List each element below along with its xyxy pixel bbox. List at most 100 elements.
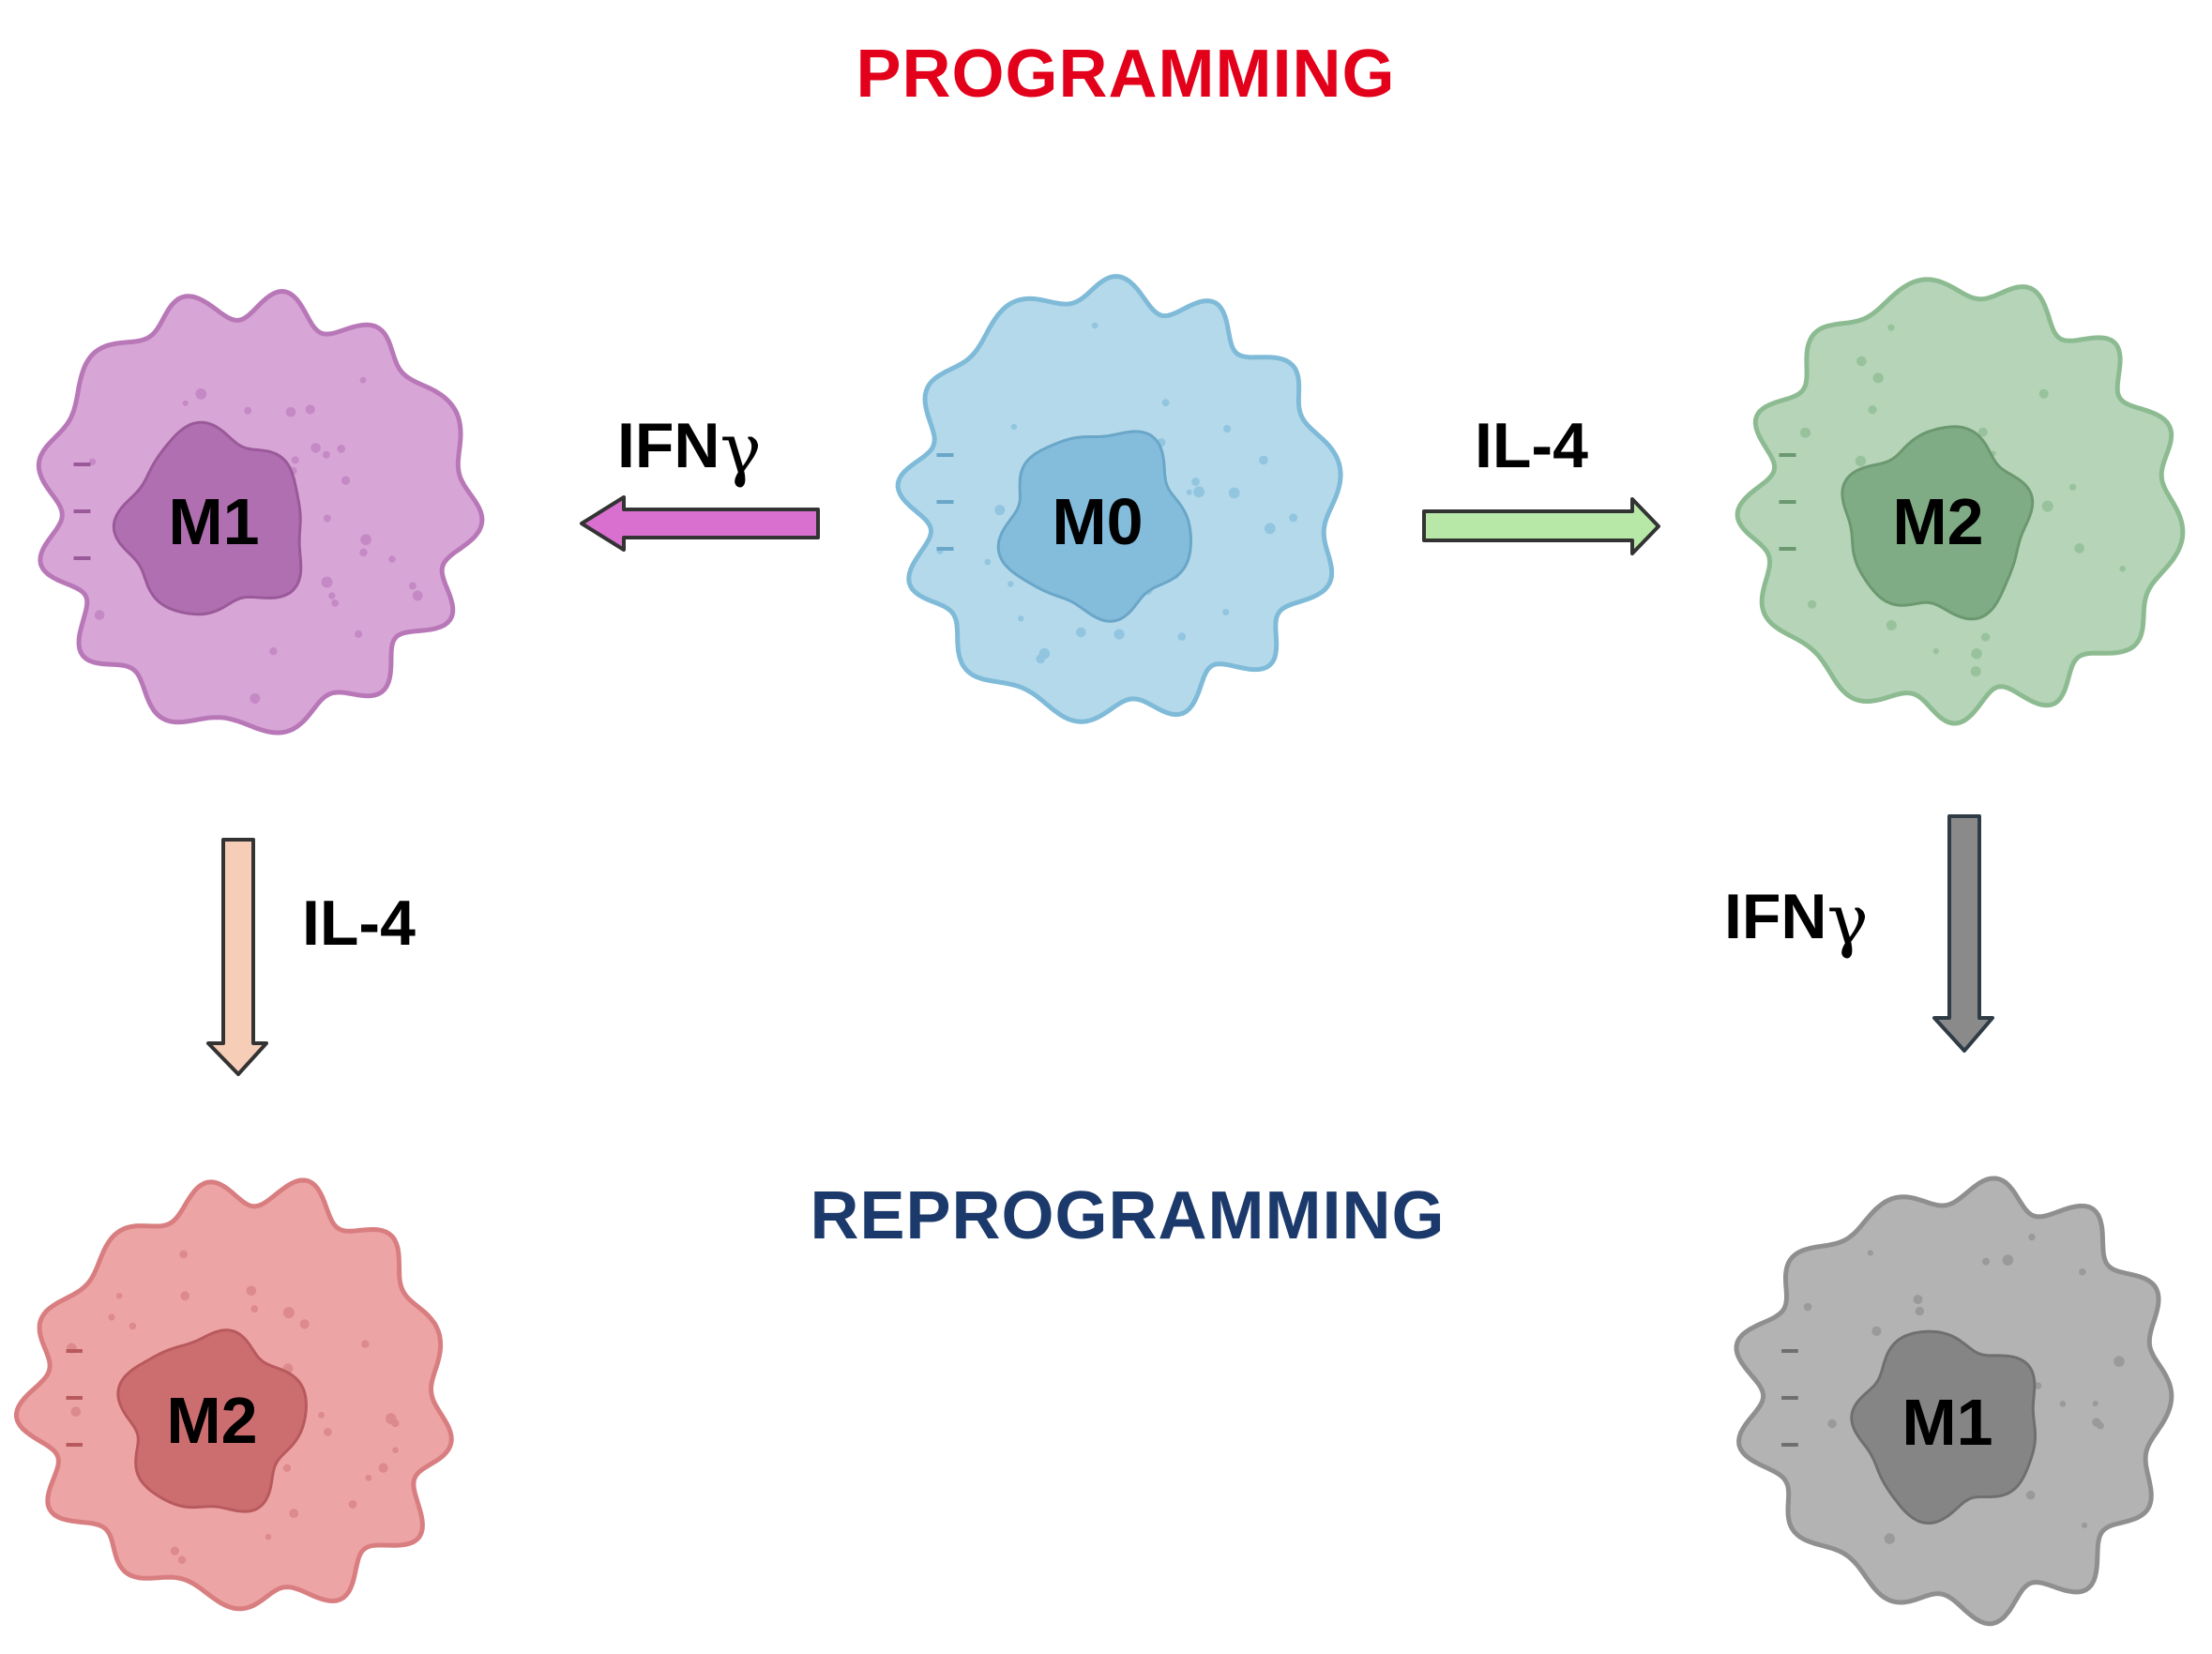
arrow-m1-to-m2: IL-4 — [206, 838, 416, 1076]
cytoplasm-granule — [321, 576, 333, 588]
cytoplasm-granule — [1114, 629, 1125, 640]
cytoplasm-granule — [984, 558, 992, 566]
cytoplasm-granule — [2041, 500, 2053, 512]
cytoplasm-granule — [318, 1411, 325, 1419]
cytoplasm-granule — [180, 1291, 190, 1301]
cytoplasm-granule — [1970, 666, 1981, 677]
cytoplasm-granule — [2028, 1233, 2036, 1241]
cytoplasm-granule — [2059, 1401, 2067, 1407]
cytoplasm-granule — [1800, 427, 1811, 438]
cytoplasm-granule — [2025, 1490, 2036, 1500]
cell-label-m2-reprogrammed: M2 — [166, 1384, 257, 1457]
cytoplasm-granule — [177, 1555, 187, 1564]
cell-m2-reprogrammed: M2 — [14, 1177, 454, 1612]
cytoplasm-granule — [365, 1474, 372, 1481]
cytoplasm-granule — [1971, 648, 1982, 660]
cytoplasm-granule — [1008, 581, 1014, 587]
reprogramming-heading: REPROGRAMMING — [811, 1178, 1446, 1253]
cytoplasm-granule — [361, 1340, 370, 1348]
cytoplasm-granule — [116, 1293, 123, 1299]
cytoplasm-granule — [1010, 423, 1018, 431]
arrow-il4-right — [1422, 497, 1660, 555]
arrow-il4-down — [206, 838, 268, 1076]
cytoplasm-granule — [1161, 399, 1170, 407]
cytoplasm-granule — [129, 1322, 137, 1330]
cell-nucleus — [112, 420, 303, 616]
cytoplasm-granule — [1259, 455, 1268, 465]
cytoplasm-granule — [378, 1463, 388, 1473]
cell-m1-programmed: M1 — [36, 289, 485, 736]
cytoplasm-granule — [291, 456, 299, 464]
programming-heading: PROGRAMMING — [856, 37, 1396, 112]
cytoplasm-granule — [412, 590, 423, 601]
cytoplasm-granule — [359, 548, 368, 557]
cell-nucleus — [1841, 425, 2035, 621]
cytoplasm-granule — [1018, 615, 1024, 622]
cell-label-m0: M0 — [1052, 485, 1143, 558]
cytoplasm-granule — [250, 693, 261, 704]
cytoplasm-granule — [108, 1313, 115, 1321]
cytoplasm-granule — [322, 450, 330, 459]
cytoplasm-granule — [1872, 372, 1884, 384]
cytoplasm-granule — [311, 443, 321, 453]
cytoplasm-granule — [324, 1428, 332, 1436]
cytoplasm-granule — [360, 534, 371, 546]
cytoplasm-granule — [1982, 1257, 1990, 1266]
cytoplasm-granule — [1886, 620, 1897, 630]
cytoplasm-granule — [386, 1413, 397, 1424]
cytoplasm-granule — [323, 514, 331, 523]
cell-m0: M0 — [895, 274, 1343, 724]
cytoplasm-granule — [182, 400, 189, 406]
cytoplasm-granule — [2069, 483, 2077, 491]
cytoplasm-granule — [1808, 599, 1817, 609]
cell-label-m2: M2 — [1892, 485, 1983, 558]
cytoplasm-granule — [337, 445, 346, 453]
cytoplasm-granule — [408, 582, 417, 590]
cytoplasm-granule — [1193, 486, 1205, 498]
cytoplasm-granule — [170, 1546, 179, 1555]
cytoplasm-granule — [1855, 455, 1867, 467]
arrow-label-ifng: IFNγ — [617, 409, 762, 490]
cytoplasm-granule — [282, 1307, 295, 1319]
cytoplasm-granule — [1915, 1306, 1924, 1316]
cytoplasm-granule — [392, 1447, 399, 1453]
cytoplasm-granule — [1871, 1326, 1882, 1336]
cytoplasm-granule — [179, 1250, 188, 1259]
cytoplasm-granule — [2074, 543, 2084, 554]
cell-nucleus — [116, 1328, 308, 1513]
cytoplasm-granule — [1887, 324, 1895, 331]
cytoplasm-granule — [1856, 356, 1867, 367]
cytoplasm-granule — [246, 1285, 257, 1297]
arrow-m0-to-m2: IL-4 — [1422, 410, 1660, 555]
arrow-ifng-left — [580, 495, 820, 552]
cytoplasm-granule — [265, 1534, 272, 1540]
cytoplasm-granule — [348, 1500, 357, 1509]
cytoplasm-granule — [1867, 1250, 1873, 1256]
cytoplasm-granule — [2034, 1382, 2042, 1389]
cytoplasm-granule — [1036, 654, 1045, 664]
cytoplasm-granule — [1932, 648, 1939, 655]
cytoplasm-granule — [285, 406, 296, 417]
cytoplasm-granule — [1981, 632, 1991, 642]
cytoplasm-granule — [1264, 523, 1276, 535]
cytoplasm-granule — [1228, 487, 1240, 499]
arrow-ifng-down — [1932, 814, 1994, 1053]
cytoplasm-granule — [88, 458, 97, 465]
cytoplasm-granule — [1913, 1295, 1923, 1305]
cytoplasm-granule — [1191, 478, 1200, 486]
cytoplasm-granule — [1186, 489, 1192, 495]
cytoplasm-granule — [388, 555, 396, 563]
cytoplasm-granule — [2114, 1356, 2125, 1367]
cytoplasm-granule — [1868, 405, 1877, 415]
cytoplasm-granule — [2092, 1418, 2101, 1427]
cytoplasm-granule — [1978, 427, 1988, 437]
cytoplasm-granule — [2119, 565, 2126, 572]
cytoplasm-granule — [244, 406, 252, 415]
cytoplasm-granule — [2092, 1401, 2098, 1406]
cell-label-m1: M1 — [168, 485, 259, 558]
cytoplasm-granule — [359, 376, 367, 384]
cytoplasm-granule — [299, 1319, 310, 1329]
cytoplasm-granule — [282, 1464, 292, 1473]
cytoplasm-granule — [1289, 513, 1298, 523]
